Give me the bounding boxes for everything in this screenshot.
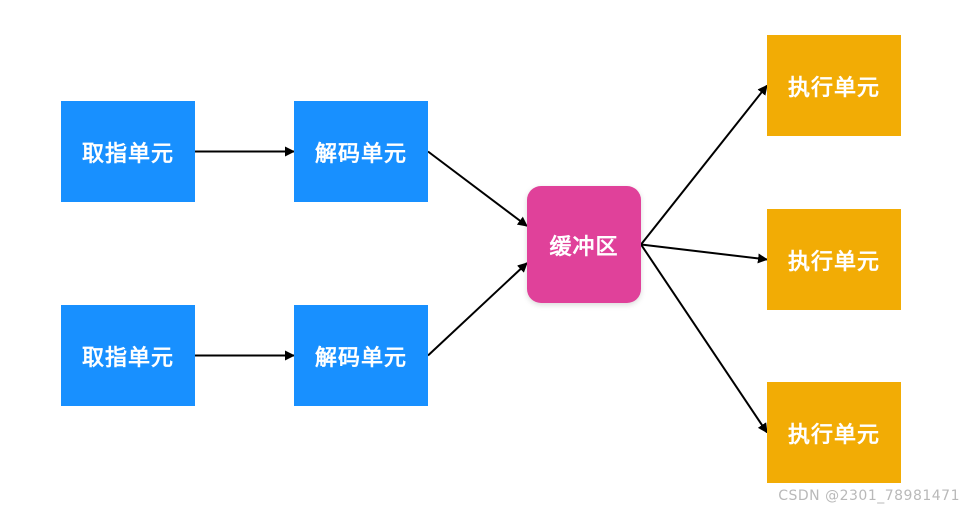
- fetch-unit-2: 取指单元: [61, 305, 195, 406]
- arrow-buffer-to-exec-1: [640, 84, 768, 246]
- fetch-unit-1: 取指单元: [61, 101, 195, 202]
- arrow-decode-2-to-buffer: [427, 262, 528, 357]
- exec-unit-3: 执行单元: [767, 382, 901, 483]
- arrow-decode-1-to-buffer: [427, 150, 528, 227]
- arrow-buffer-to-exec-3: [640, 243, 768, 434]
- watermark: CSDN @2301_78981471: [778, 488, 960, 504]
- decode-unit-1: 解码单元: [294, 101, 428, 202]
- buffer-node: 缓冲区: [527, 186, 641, 303]
- exec-unit-1: 执行单元: [767, 35, 901, 136]
- decode-unit-2: 解码单元: [294, 305, 428, 406]
- exec-unit-2: 执行单元: [767, 209, 901, 310]
- arrow-buffer-to-exec-2: [640, 243, 768, 264]
